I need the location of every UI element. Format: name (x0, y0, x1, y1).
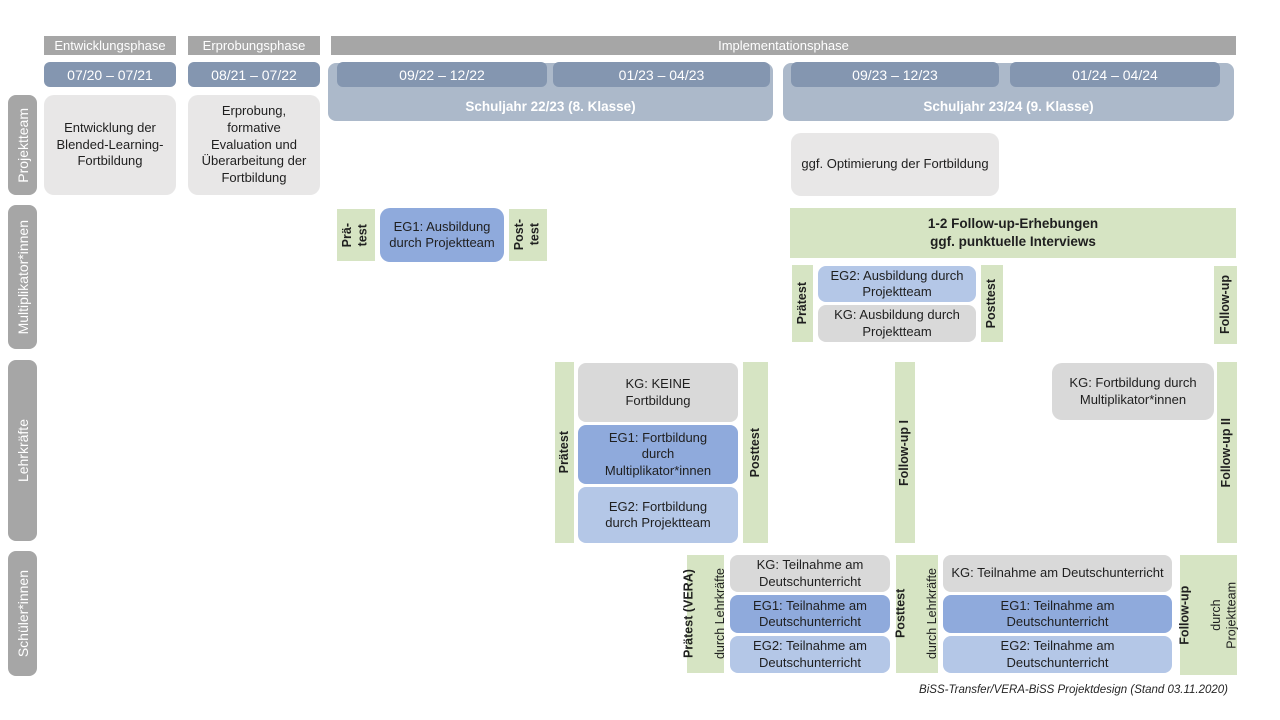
posttest-bar-lehrkraefte: Posttest (743, 362, 768, 543)
schuljahr-2223-label: Schuljahr 22/23 (8. Klasse) (465, 99, 636, 114)
phase-implementationsphase: Implementationsphase (331, 36, 1236, 55)
sidebar-row-lehrkraefte: Lehrkräfte (8, 360, 37, 541)
posttest-bar-multiplikatoren-2-label: Posttest (984, 278, 999, 329)
posttest-bar-multiplikatoren-1: Post- test (509, 209, 547, 261)
date-0821-0722: 08/21 – 07/22 (188, 62, 320, 87)
praetest-bar-multiplikatoren-2: Prätest (792, 265, 813, 342)
box-eg2-teilnahme-2: EG2: Teilnahme am Deutschunterricht (943, 636, 1172, 673)
followup1-bar-lehrkraefte-label: Follow-up I (897, 419, 912, 486)
posttest-bar-multiplikatoren-1-label: Post- test (512, 219, 542, 251)
posttest-sub: durch Lehrkräfte (924, 568, 939, 660)
followup2-bar-lehrkraefte-label: Follow-up II (1219, 417, 1234, 488)
box-kg-keine-fortbildung: KG: KEINE Fortbildung (578, 363, 738, 422)
followup-bar-multiplikatoren-label: Follow-up (1217, 275, 1232, 335)
praetest-bar-multiplikatoren-1: Prä- test (337, 209, 375, 261)
followup2-bar-lehrkraefte: Follow-up II (1217, 362, 1237, 543)
footer-caption: BiSS-Transfer/VERA-BiSS Projektdesign (S… (919, 684, 1228, 696)
praetest-bar-multiplikatoren-1-label: Prä- test (340, 222, 370, 248)
box-kg-teilnahme-1: KG: Teilnahme am Deutschunterricht (730, 555, 890, 592)
schuljahr-2324-label: Schuljahr 23/24 (9. Klasse) (923, 99, 1094, 114)
box-optimierung-fortbildung: ggf. Optimierung der Fortbildung (791, 133, 999, 196)
sidebar-row-multiplikatoren-label: Multiplikator*innen (14, 219, 31, 335)
box-eg1-teilnahme-1: EG1: Teilnahme am Deutschunterricht (730, 595, 890, 633)
box-entwicklung-fortbildung: Entwicklung der Blended-Learning-Fortbil… (44, 95, 176, 195)
sidebar-row-schueler-label: Schüler*innen (14, 569, 31, 658)
sidebar-row-projektteam-label: Projektteam (14, 107, 31, 183)
posttest-bar-lehrkraefte-label: Posttest (747, 427, 762, 478)
box-eg2-fortbildung-projektteam: EG2: Fortbildung durch Projektteam (578, 487, 738, 543)
sidebar-row-lehrkraefte-label: Lehrkräfte (14, 418, 31, 483)
followup1-bar-lehrkraefte: Follow-up I (895, 362, 915, 543)
box-erprobung-evaluation: Erprobung, formative Evaluation und Über… (188, 95, 320, 195)
box-kg-teilnahme-2: KG: Teilnahme am Deutschunterricht (943, 555, 1172, 592)
phase-entwicklungsphase: Entwicklungsphase (44, 36, 176, 55)
box-eg2-teilnahme-1: EG2: Teilnahme am Deutschunterricht (730, 636, 890, 673)
followup-bar-schueler-label: Follow-up durch Projektteam (1162, 582, 1256, 649)
box-eg2-ausbildung-projektteam: EG2: Ausbildung durch Projektteam (818, 266, 976, 302)
followup-bold: Follow-up (1177, 585, 1192, 645)
box-kg-ausbildung-projektteam: KG: Ausbildung durch Projektteam (818, 305, 976, 342)
box-eg1-ausbildung-projektteam: EG1: Ausbildung durch Projektteam (380, 208, 504, 262)
box-followup-erhebungen: 1-2 Follow-up-Erhebungen ggf. punktuelle… (790, 208, 1236, 258)
followup-bar-multiplikatoren: Follow-up (1214, 266, 1237, 344)
posttest-bar-schueler: Posttest durch Lehrkräfte (893, 555, 939, 673)
praetest-bar-lehrkraefte-label: Prätest (556, 431, 571, 474)
posttest-bar-multiplikatoren-2: Posttest (981, 265, 1003, 342)
box-eg1-teilnahme-2: EG1: Teilnahme am Deutschunterricht (943, 595, 1172, 633)
praetest-vera-bold: Prätest (VERA) (682, 569, 697, 659)
phase-erprobungsphase: Erprobungsphase (188, 36, 320, 55)
date-0923-1223: 09/23 – 12/23 (791, 62, 999, 87)
sidebar-row-projektteam: Projektteam (8, 95, 37, 195)
praetest-bar-lehrkraefte: Prätest (555, 362, 574, 543)
date-0922-1222: 09/22 – 12/22 (337, 62, 547, 87)
date-0720-0721: 07/20 – 07/21 (44, 62, 176, 87)
box-kg-fortbildung-multiplikatoren: KG: Fortbildung durch Multiplikator*inne… (1052, 363, 1214, 420)
sidebar-row-multiplikatoren: Multiplikator*innen (8, 205, 37, 349)
praetest-vera-sub: durch Lehrkräfte (713, 568, 728, 660)
sidebar-row-schueler: Schüler*innen (8, 551, 37, 676)
followup-bar-schueler: Follow-up durch Projektteam (1177, 555, 1238, 675)
box-eg1-fortbildung-multiplikatoren: EG1: Fortbildung durch Multiplikator*inn… (578, 425, 738, 484)
followup-sub: durch Projektteam (1208, 581, 1239, 649)
posttest-bold: Posttest (893, 589, 908, 639)
date-0124-0424: 01/24 – 04/24 (1010, 62, 1220, 87)
date-0123-0423: 01/23 – 04/23 (553, 62, 770, 87)
praetest-bar-multiplikatoren-2-label: Prätest (794, 282, 809, 325)
praetest-vera-bar-schueler: Prätest (VERA) durch Lehrkräfte (682, 555, 727, 673)
